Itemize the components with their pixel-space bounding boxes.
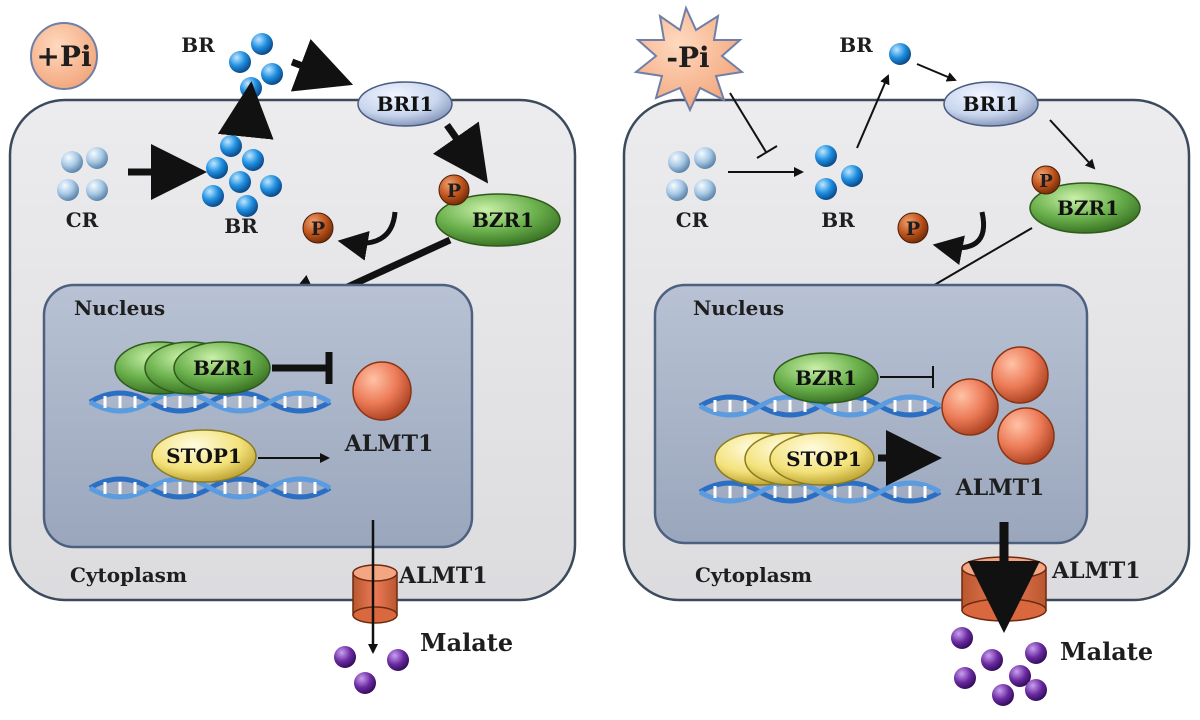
pi-plus-badge: +Pi — [30, 22, 98, 90]
svg-text:BRI1: BRI1 — [963, 92, 1020, 116]
bri1-receptor: BRI1 — [943, 81, 1039, 127]
br-label-top: BR — [181, 33, 215, 57]
malate-molecules — [951, 627, 1047, 706]
svg-text:BRI1: BRI1 — [377, 92, 434, 116]
nucleus-label: Nucleus — [693, 296, 784, 320]
almt1-protein — [352, 361, 412, 421]
arrow-bri1-to-bzr1 — [1049, 119, 1096, 170]
svg-text:P: P — [906, 218, 920, 240]
arrow-bri1-to-bzr1 — [432, 121, 489, 184]
bzr1-phosphorylated: BZR1 P — [1029, 165, 1141, 234]
almt1-nuclear-label: ALMT1 — [344, 431, 434, 457]
br-label-mid: BR — [224, 214, 258, 238]
almt1-channel — [352, 564, 398, 624]
phosphate-released: P — [302, 212, 334, 244]
arrow-br-to-bri1 — [916, 63, 957, 82]
inhibition-bzr1-almt1 — [272, 352, 333, 384]
almt1-membrane-label: ALMT1 — [398, 563, 488, 589]
br-molecules-mid — [815, 145, 863, 200]
malate-label: Malate — [420, 628, 513, 657]
dephosphorylation-arrow — [932, 211, 987, 265]
br-molecules-mid — [202, 135, 282, 217]
svg-text:P: P — [447, 180, 461, 202]
svg-text:P: P — [311, 218, 325, 240]
almt1-proteins — [941, 346, 1055, 465]
arrow-br-to-bri1 — [290, 39, 354, 92]
br-label-mid: BR — [821, 208, 855, 232]
nucleus — [42, 283, 474, 549]
svg-text:STOP1: STOP1 — [166, 444, 242, 468]
svg-text:+Pi: +Pi — [36, 40, 91, 73]
bzr1-nuclear-stack: BZR1 — [114, 341, 271, 395]
inhibition-bzr1-almt1 — [880, 366, 934, 388]
svg-text:BZR1: BZR1 — [193, 356, 255, 380]
svg-text:-Pi: -Pi — [666, 41, 709, 74]
nucleus-label: Nucleus — [74, 296, 165, 320]
arrow-br-up — [856, 74, 890, 149]
br-molecule-top — [889, 43, 911, 65]
right-panel: -Pi BR CR BR BRI1 — [622, 5, 1191, 706]
arrow-br-up — [217, 81, 274, 140]
cr-molecules — [666, 147, 716, 201]
bzr1-nuclear: BZR1 — [773, 352, 879, 404]
phosphate-released: P — [897, 212, 929, 244]
svg-text:BZR1: BZR1 — [472, 208, 534, 232]
br-label-top: BR — [839, 33, 873, 57]
bzr1-phosphorylated: BZR1 P — [435, 174, 561, 247]
inhibition-pi-on-synthesis — [729, 92, 778, 159]
svg-text:BZR1: BZR1 — [1057, 196, 1119, 220]
bri1-receptor: BRI1 — [357, 81, 453, 127]
svg-text:P: P — [1039, 171, 1053, 192]
cr-molecules — [57, 147, 108, 201]
svg-text:STOP1: STOP1 — [786, 447, 862, 471]
svg-text:BZR1: BZR1 — [795, 366, 857, 390]
almt1-membrane-label: ALMT1 — [1051, 558, 1141, 584]
almt1-nuclear-label: ALMT1 — [955, 475, 1045, 501]
cytoplasm-label: Cytoplasm — [70, 563, 187, 587]
cr-label: CR — [676, 208, 709, 232]
dephosphorylation-arrow — [337, 211, 398, 261]
malate-label: Malate — [1060, 637, 1153, 666]
stop1-protein: STOP1 — [151, 429, 257, 483]
stop1-stack: STOP1 — [714, 432, 875, 486]
br-molecules-top — [229, 33, 283, 99]
malate-molecules — [334, 646, 409, 694]
cr-label: CR — [66, 208, 99, 232]
pi-minus-starburst: -Pi — [633, 5, 745, 113]
cytoplasm-label: Cytoplasm — [695, 563, 812, 587]
left-panel: +Pi BR CR BR — [8, 22, 577, 694]
